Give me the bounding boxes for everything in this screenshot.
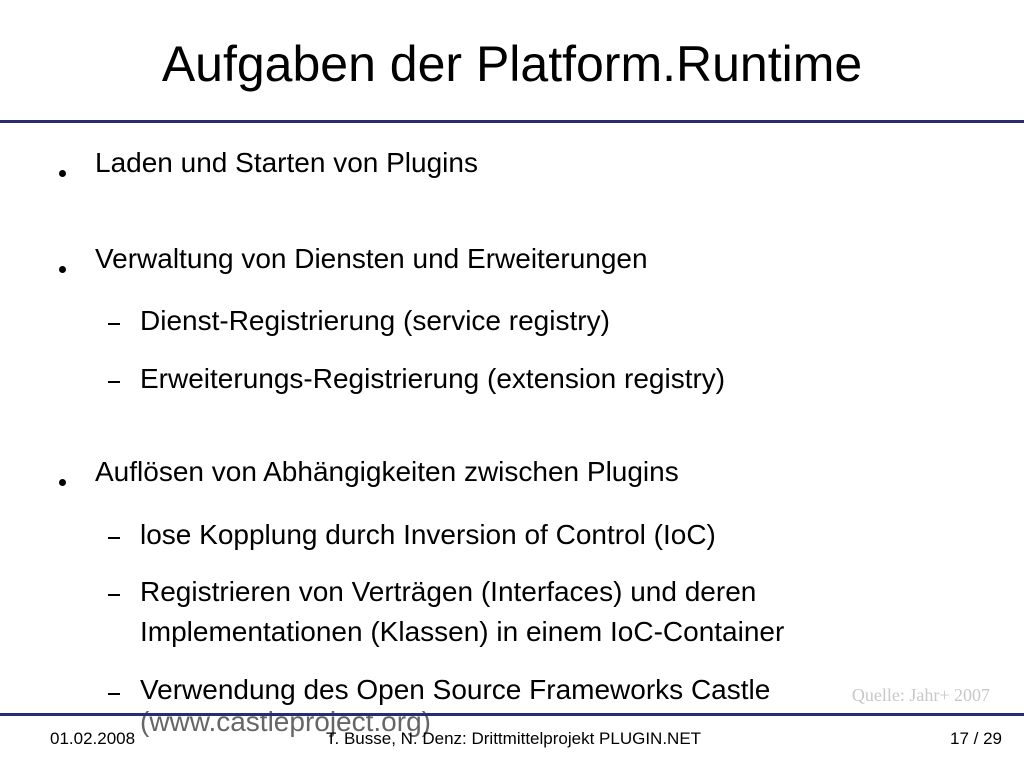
footer-authors: T. Busse, N. Denz: Drittmittelprojekt PL…	[326, 729, 702, 748]
sub-bullet-item: Verwendung des Open Source Frameworks Ca…	[140, 674, 771, 705]
bullet-item: Verwaltung von Diensten und Erweiterunge…	[95, 243, 648, 274]
title-divider	[0, 120, 1024, 123]
slide-title: Aufgaben der Platform.Runtime	[161, 36, 863, 92]
sub-bullet-dash	[108, 693, 120, 695]
bullet-item: Auflösen von Abhängigkeiten zwischen Plu…	[95, 456, 679, 487]
bullet-item: Laden und Starten von Plugins	[95, 147, 478, 178]
sub-bullet-item: lose Kopplung durch Inversion of Control…	[140, 519, 716, 550]
sub-bullet-item: Registrieren von Verträgen (Interfaces) …	[140, 576, 757, 607]
sub-bullet-item: Dienst-Registrierung (service registry)	[140, 305, 610, 336]
source-note: Quelle: Jahr+ 2007	[851, 685, 990, 705]
sub-bullet-dash	[108, 323, 120, 325]
bullet-dot	[59, 479, 66, 486]
sub-bullet-dash	[108, 594, 120, 596]
sub-bullet-dash	[108, 381, 120, 383]
bullet-dot	[59, 170, 66, 177]
footer-divider	[0, 713, 1024, 716]
footer-date: 01.02.2008	[50, 729, 136, 748]
footer-page-number: 17 / 29	[950, 729, 1002, 748]
sub-bullet-item-continued: Implementationen (Klassen) in einem IoC-…	[140, 616, 785, 647]
sub-bullet-item: Erweiterungs-Registrierung (extension re…	[140, 363, 726, 394]
sub-bullet-dash	[108, 537, 120, 539]
bullet-dot	[59, 266, 66, 273]
overflow-text: (www.castleproject.org)	[140, 706, 431, 737]
